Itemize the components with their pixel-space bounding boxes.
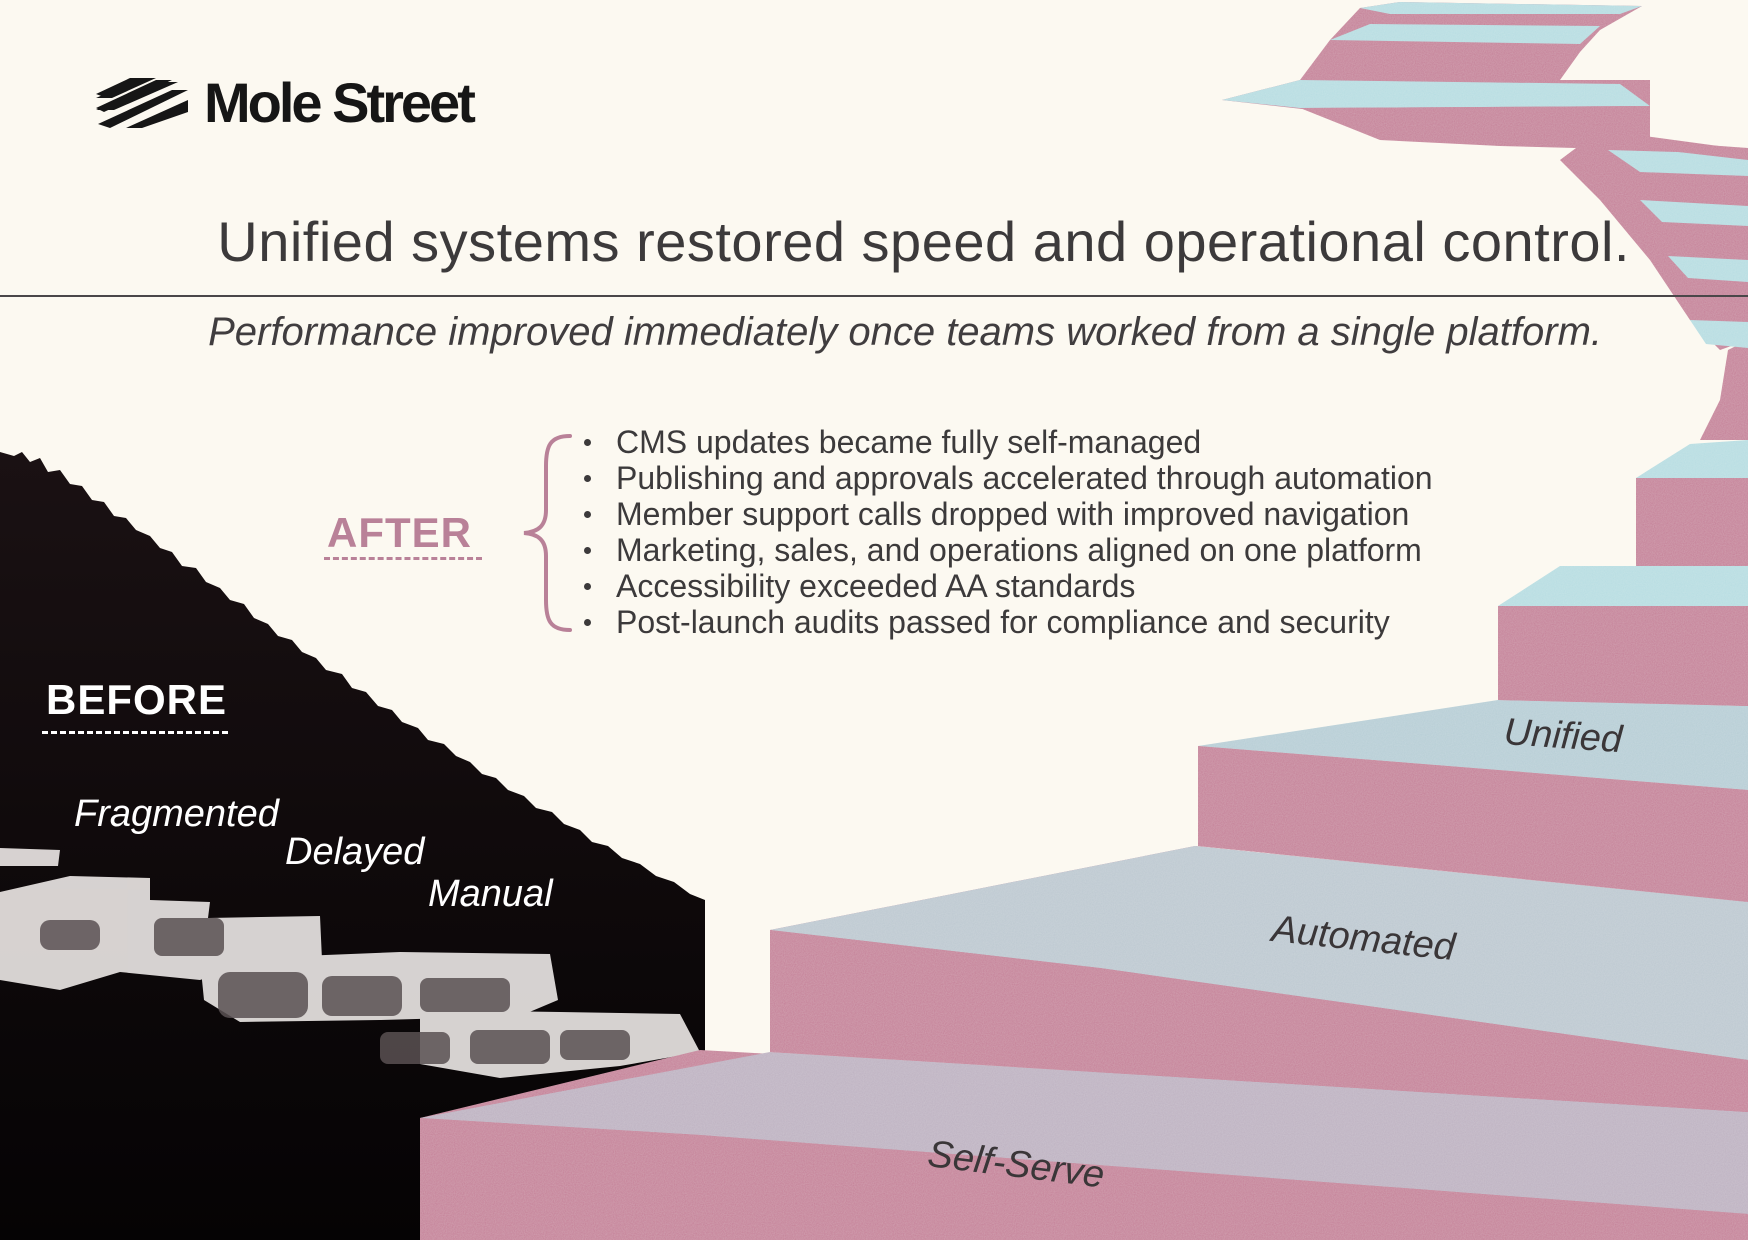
brand-logo: Mole Street — [96, 71, 476, 134]
curly-brace-icon — [523, 434, 572, 632]
stone-texture — [40, 918, 630, 1064]
after-underline — [324, 557, 482, 560]
after-benefits-list: CMS updates became fully self-managed Pu… — [580, 424, 1433, 640]
page-subtitle: Performance improved immediately once te… — [208, 310, 1602, 354]
list-item: Marketing, sales, and operations aligned… — [584, 532, 1433, 568]
before-word-delayed: Delayed — [285, 831, 425, 873]
before-word-manual: Manual — [428, 873, 553, 915]
list-item: Publishing and approvals accelerated thr… — [584, 460, 1433, 496]
list-item: Post-launch audits passed for compliance… — [584, 604, 1433, 640]
list-item: Accessibility exceeded AA standards — [584, 568, 1433, 604]
list-item: Member support calls dropped with improv… — [584, 496, 1433, 532]
before-label: BEFORE — [46, 676, 228, 723]
before-word-fragmented: Fragmented — [74, 793, 279, 835]
after-label: AFTER — [327, 509, 472, 556]
list-item: CMS updates became fully self-managed — [584, 424, 1433, 460]
title-divider — [0, 295, 1748, 297]
page-title: Unified systems restored speed and opera… — [217, 210, 1630, 273]
before-underline — [42, 731, 228, 734]
staircase — [420, 2, 1748, 1240]
mole-street-logo-icon — [96, 78, 188, 128]
brand-name: Mole Street — [204, 71, 476, 134]
step-label-unified: Unified — [1502, 711, 1624, 762]
